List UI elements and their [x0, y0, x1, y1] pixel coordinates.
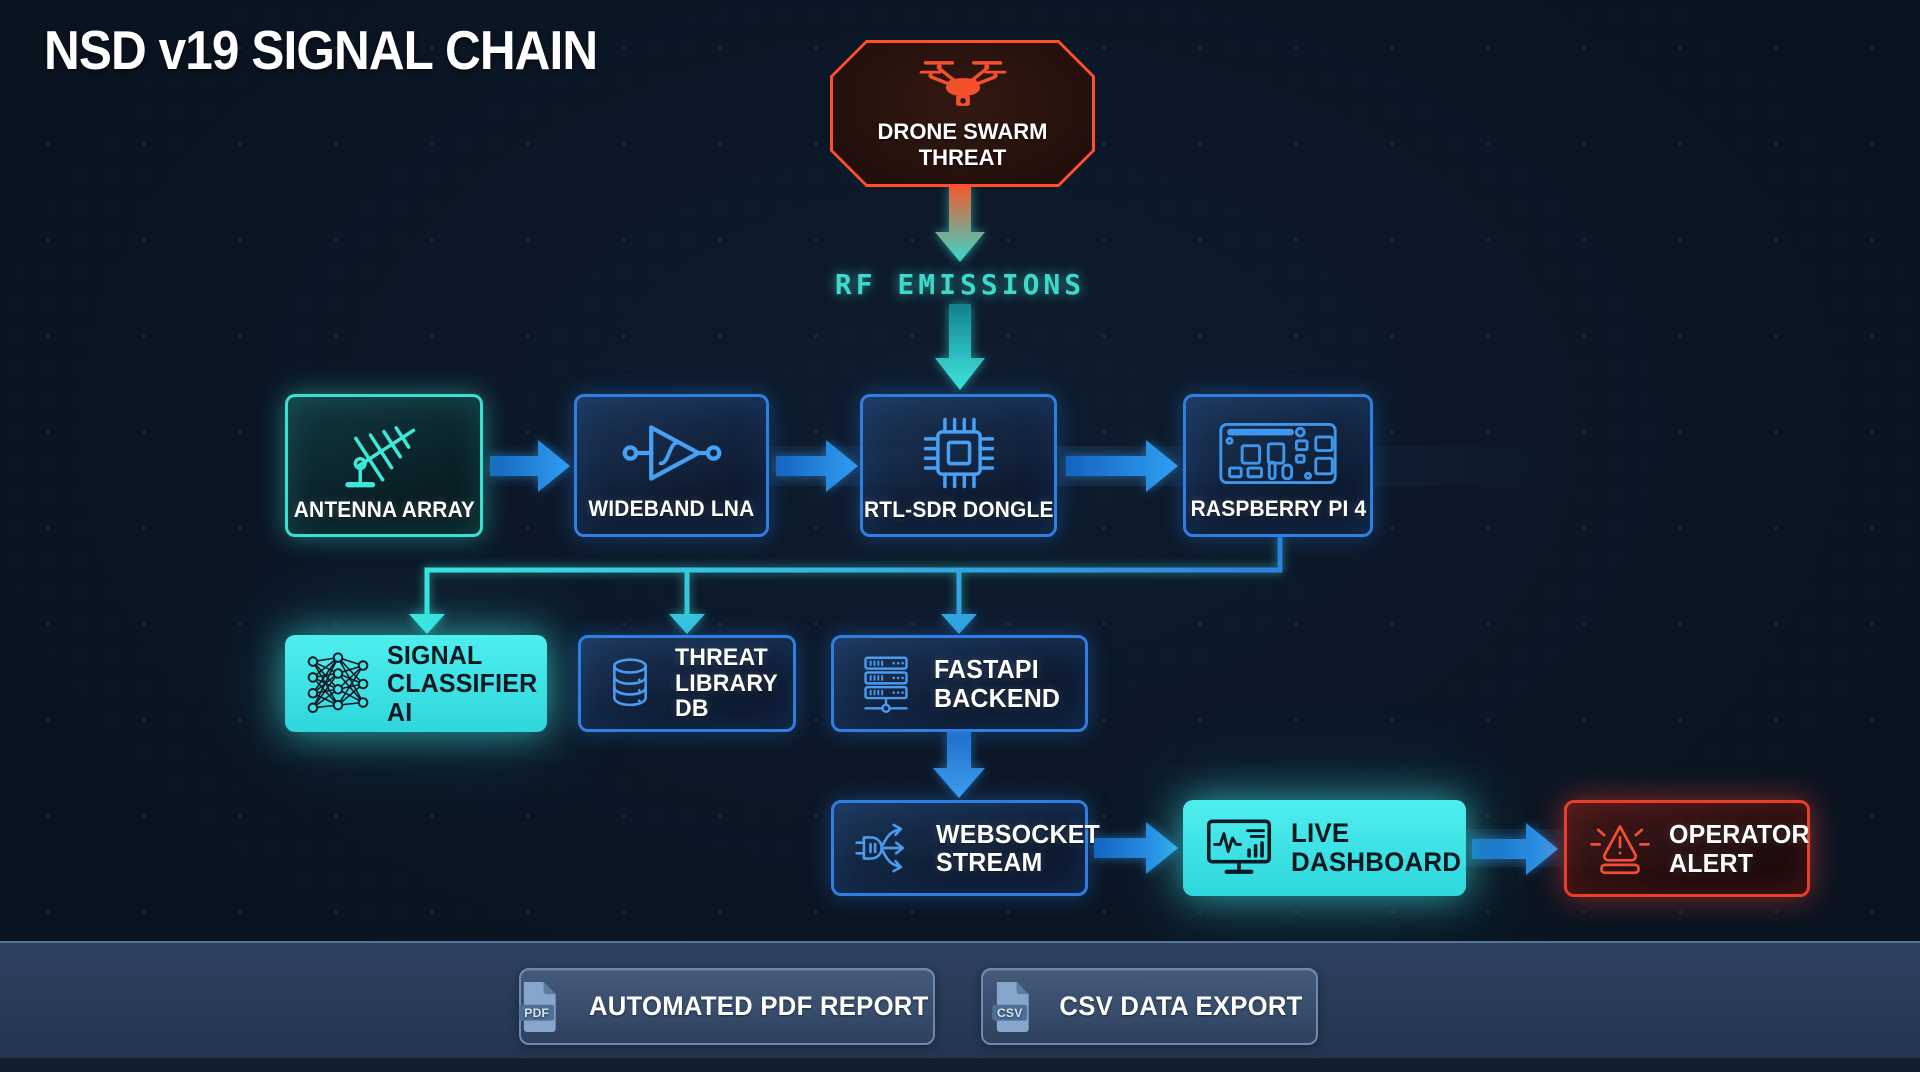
- csv-badge-text: CSV: [997, 1005, 1023, 1019]
- websocket-line1: WEBSOCKET: [936, 818, 1100, 849]
- chip-icon: [913, 409, 1005, 497]
- alert-siren-icon: [1587, 816, 1653, 882]
- node-fastapi-backend: FASTAPI BACKEND: [831, 635, 1088, 732]
- threat-db-line1: THREAT: [675, 643, 768, 671]
- database-icon: [601, 651, 659, 717]
- page-title: NSD v19 SIGNAL CHAIN: [44, 19, 598, 81]
- dashboard-line1: LIVE: [1291, 817, 1350, 848]
- websocket-stream-icon: [854, 815, 920, 881]
- classifier-line2: CLASSIFIER: [387, 668, 538, 699]
- drone-icon: [915, 57, 1011, 119]
- fastapi-line1: FASTAPI: [934, 654, 1039, 685]
- node-raspberry-pi: RASPBERRY PI 4: [1183, 394, 1373, 537]
- fastapi-label: FASTAPI BACKEND: [934, 655, 1065, 711]
- websocket-line2: STREAM: [936, 847, 1043, 877]
- csv-button-label: CSV DATA EXPORT: [1059, 991, 1304, 1021]
- antenna-icon: [336, 409, 432, 497]
- node-live-dashboard: LIVE DASHBOARD: [1183, 800, 1466, 896]
- threat-node-body: DRONE SWARM THREAT: [833, 43, 1092, 184]
- pdf-report-button[interactable]: PDF AUTOMATED PDF REPORT: [519, 968, 935, 1045]
- threat-library-label: THREAT LIBRARY DB: [675, 643, 782, 723]
- footer-bar: [0, 941, 1920, 1072]
- threat-label-line1: DRONE SWARM: [877, 119, 1048, 145]
- classifier-line1: SIGNAL: [387, 640, 483, 671]
- websocket-label: WEBSOCKET STREAM: [936, 820, 1107, 876]
- node-antenna-array: ANTENNA ARRAY: [285, 394, 483, 537]
- threat-db-line2: LIBRARY: [675, 669, 778, 697]
- pdf-badge-text: PDF: [525, 1005, 550, 1019]
- server-icon: [854, 650, 918, 718]
- wideband-lna-label: WIDEBAND LNA: [588, 496, 755, 521]
- dashboard-line2: DASHBOARD: [1291, 847, 1462, 877]
- circuit-board-icon: [1215, 409, 1341, 496]
- raspberry-pi-label: RASPBERRY PI 4: [1190, 496, 1366, 521]
- node-threat-library-db: THREAT LIBRARY DB: [578, 635, 796, 732]
- alert-line1: OPERATOR: [1669, 819, 1810, 850]
- fastapi-line2: BACKEND: [934, 682, 1061, 713]
- antenna-array-label: ANTENNA ARRAY: [293, 497, 475, 522]
- operator-alert-label: OPERATOR ALERT: [1669, 820, 1816, 876]
- pdf-button-label: AUTOMATED PDF REPORT: [589, 991, 929, 1021]
- rtl-sdr-label: RTL-SDR DONGLE: [863, 497, 1054, 522]
- threat-label-line2: THREAT: [918, 144, 1007, 170]
- amplifier-icon: [620, 409, 724, 496]
- node-signal-classifier-ai: SIGNAL CLASSIFIER AI: [285, 635, 547, 732]
- alert-line2: ALERT: [1669, 847, 1754, 878]
- threat-node-label: DRONE SWARM THREAT: [878, 119, 1048, 170]
- node-websocket-stream: WEBSOCKET STREAM: [831, 800, 1100, 896]
- node-wideband-lna: WIDEBAND LNA: [574, 394, 769, 537]
- classifier-line3: AI: [387, 696, 413, 727]
- rf-emissions-label: RF EMISSIONS: [834, 268, 1086, 301]
- footer-bottom-strip: [0, 1058, 1920, 1072]
- csv-file-icon: CSV: [989, 979, 1035, 1035]
- node-drone-swarm-threat: DRONE SWARM THREAT: [830, 40, 1095, 187]
- node-operator-alert: OPERATOR ALERT: [1564, 800, 1810, 897]
- dashboard-monitor-icon: [1203, 815, 1275, 881]
- pdf-file-icon: PDF: [516, 979, 562, 1035]
- threat-db-line3: DB: [675, 695, 709, 723]
- signal-classifier-label: SIGNAL CLASSIFIER AI: [387, 641, 544, 725]
- csv-export-button[interactable]: CSV CSV DATA EXPORT: [981, 968, 1318, 1045]
- node-rtl-sdr-dongle: RTL-SDR DONGLE: [860, 394, 1057, 537]
- neural-network-icon: [305, 648, 371, 720]
- live-dashboard-label: LIVE DASHBOARD: [1291, 817, 1468, 877]
